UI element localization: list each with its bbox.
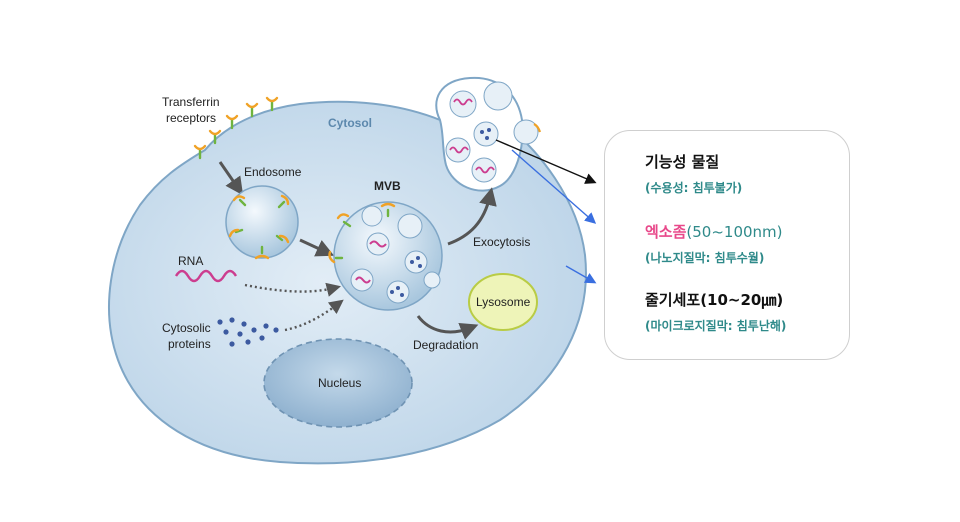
- arrow-to-stem-cells: [565, 265, 597, 284]
- arrow-endosome-to-mvb: [299, 238, 335, 257]
- item3-title: 줄기세포(10~20㎛): [645, 291, 784, 309]
- cytosolic-protein-dots: [217, 317, 279, 347]
- arrow-rna-to-mvb: [244, 282, 341, 297]
- transferrin-receptors: [193, 96, 279, 160]
- rna-label: RNA: [178, 254, 203, 268]
- item2-title: 엑소좀(50~100nm): [645, 221, 783, 242]
- endosome-receptors: [228, 194, 290, 260]
- transferrin-label: Transferrin: [162, 95, 220, 109]
- item2-title-pink: 엑소좀: [645, 223, 687, 241]
- arrow-degradation: [416, 315, 479, 340]
- degradation-label: Degradation: [413, 338, 478, 352]
- rna-strand: [174, 269, 238, 283]
- cytosol-label: Cytosol: [328, 116, 372, 130]
- arrow-to-endosome: [218, 161, 244, 196]
- item3-sub: (마이크로지질막: 침투난해): [645, 319, 787, 333]
- info-panel: 기능성 물질 (수용성: 침투불가) 엑소좀(50~100nm) (나노지질막:…: [604, 130, 850, 360]
- item1-title: 기능성 물질: [645, 153, 720, 171]
- arrow-to-functional-substances: [495, 139, 597, 184]
- released-exosomes: [445, 81, 542, 183]
- nucleus: [263, 338, 413, 428]
- exocytosis-label: Exocytosis: [473, 235, 530, 249]
- item1-sub: (수용성: 침투불가): [645, 181, 743, 195]
- arrow-proteins-to-mvb: [284, 299, 344, 332]
- cytosolic-label: Cytosolic: [162, 321, 211, 335]
- receptors-label: receptors: [166, 111, 216, 125]
- nucleus-label: Nucleus: [318, 376, 361, 390]
- arrow-exocytosis: [447, 187, 497, 246]
- mvb-intraluminal-vesicles: [350, 205, 441, 304]
- endosome-label: Endosome: [244, 165, 302, 179]
- item2-title-rest: (50~100nm): [686, 223, 783, 241]
- lysosome-label: Lysosome: [476, 295, 531, 309]
- arrow-to-exosome: [511, 149, 597, 224]
- lysosome: [468, 273, 538, 331]
- item2-sub: (나노지질막: 침투수월): [645, 251, 765, 265]
- mvb-receptors: [328, 202, 396, 264]
- mvb-label: MVB: [374, 179, 401, 193]
- proteins-label: proteins: [168, 337, 211, 351]
